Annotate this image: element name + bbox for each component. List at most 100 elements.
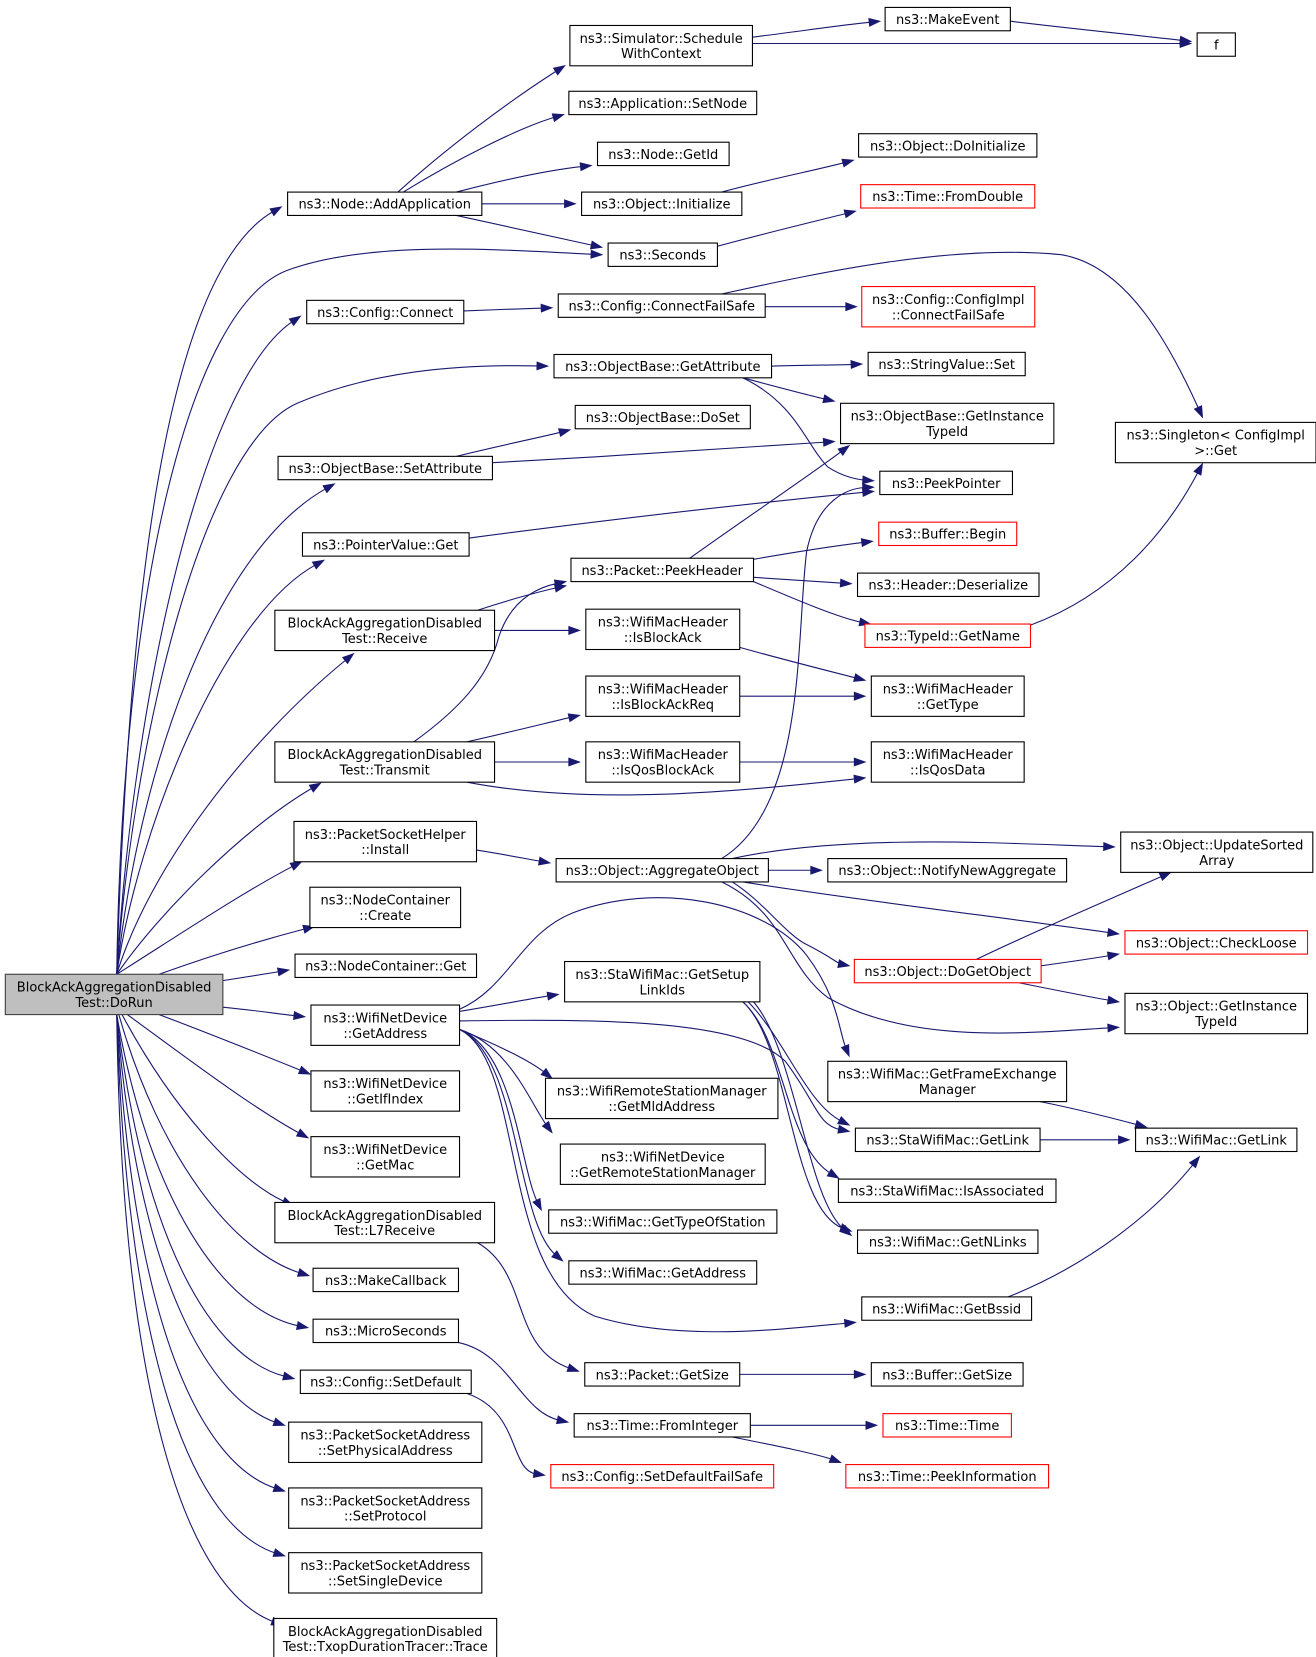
node-psInstall[interactable]: ns3::PacketSocketHelper::Install [293,820,478,863]
edge-line [732,841,1106,860]
node-label: ns3::WifiMac::GetBssid [872,1302,1021,1317]
node-label: TypeId [925,425,968,440]
node-box [864,623,1032,648]
node-wmhIsQosData[interactable]: ns3::WifiMacHeader::IsQosData [870,741,1025,783]
node-transmit[interactable]: BlockAckAggregationDisabledTest::Transmi… [274,741,496,783]
node-box [827,1060,1068,1103]
node-staIsAssoc[interactable]: ns3::StaWifiMac::IsAssociated [837,1178,1057,1203]
node-wmGetAddress[interactable]: ns3::WifiMac::GetAddress [568,1260,758,1285]
node-obGetAttr[interactable]: ns3::ObjectBase::GetAttribute [553,353,773,379]
node-bufBegin[interactable]: ns3::Buffer::Begin [878,521,1018,547]
node-objInit[interactable]: ns3::Object::Initialize [581,191,743,216]
node-hdrDeser[interactable]: ns3::Header::Deserialize [856,572,1040,597]
node-tidGetName[interactable]: ns3::TypeId::GetName [864,623,1032,648]
node-wmGetLink[interactable]: ns3::WifiMac::GetLink [1135,1127,1298,1153]
node-setAttr[interactable]: ns3::ObjectBase::SetAttribute [277,455,493,481]
node-timePeekInfo[interactable]: ns3::Time::PeekInformation [845,1464,1050,1489]
node-timeFromInt[interactable]: ns3::Time::FromInteger [573,1413,751,1438]
node-timeTime[interactable]: ns3::Time::Time [882,1413,1012,1438]
node-singletonGet[interactable]: ns3::Singleton< ConfigImpl >::Get [1114,421,1316,464]
node-objNotify[interactable]: ns3::Object::NotifyNewAggregate [827,858,1068,883]
node-wmhIsBA[interactable]: ns3::WifiMacHeader::IsBlockAck [585,608,741,651]
edge-line [492,441,826,464]
node-svSet[interactable]: ns3::StringValue::Set [867,351,1026,377]
node-label: ::GetRemoteStationManager [570,1166,756,1181]
node-makeCallback[interactable]: ns3::MakeCallback [312,1267,460,1293]
node-seconds[interactable]: ns3::Seconds [607,242,718,267]
node-wndGetIfIndex[interactable]: ns3::WifiNetDevice::GetIfIndex [310,1070,461,1112]
node-txopTrace[interactable]: BlockAckAggregationDisabledTest::TxopDur… [273,1617,498,1657]
node-label: ns3::PacketSocketAddress [300,1559,470,1574]
node-wndGetMac[interactable]: ns3::WifiNetDevice::GetMac [310,1136,461,1178]
node-box [273,1617,498,1657]
node-timeFromDouble[interactable]: ns3::Time::FromDouble [860,184,1036,209]
node-wndGetAddress[interactable]: ns3::WifiNetDevice::GetAddress [310,1004,461,1046]
node-microSeconds[interactable]: ns3::MicroSeconds [312,1318,460,1344]
node-label: WithContext [621,47,701,62]
node-objDoInit[interactable]: ns3::Object::DoInitialize [858,133,1038,158]
edge-line [116,487,328,975]
node-pktPeek[interactable]: ns3::Packet::PeekHeader [570,557,755,583]
node-objDoGet[interactable]: ns3::Object::DoGetObject [853,958,1042,984]
node-wndGetRsm[interactable]: ns3::WifiNetDevice::GetRemoteStationMana… [559,1143,766,1185]
edge-wndGetAddress-to-staGetLink [459,1019,851,1134]
arrow-head-icon [1106,951,1121,961]
node-label: BlockAckAggregationDisabled [288,1625,483,1640]
edge-line [721,486,865,860]
node-f[interactable]: f [1196,32,1236,57]
arrow-head-icon [538,856,552,866]
node-label: ns3::Object::UpdateSorted [1130,838,1303,853]
edge-wndGetAddress-to-staGetSetup [459,991,560,1012]
node-obDoSet[interactable]: ns3::ObjectBase::DoSet [574,404,751,430]
node-label: ns3::Object::CheckLoose [1136,936,1297,951]
node-wmhIsBAR[interactable]: ns3::WifiMacHeader::IsBlockAckReq [585,675,741,717]
node-psaSetProto[interactable]: ns3::PacketSocketAddress::SetProtocol [288,1487,483,1529]
node-ncGet[interactable]: ns3::NodeContainer::Get [294,953,478,978]
node-appSetNode[interactable]: ns3::Application::SetNode [568,90,758,116]
node-cfgImplConn[interactable]: ns3::Config::ConfigImpl::ConnectFailSafe [861,285,1036,328]
edge-setAttr-to-obDoSet [456,428,572,457]
arrow-head-icon [853,1369,867,1379]
node-staGetLink[interactable]: ns3::StaWifiMac::GetLink [854,1127,1041,1153]
node-cfgSetDefFail[interactable]: ns3::Config::SetDefaultFailSafe [550,1464,775,1489]
node-wmhGetType[interactable]: ns3::WifiMacHeader::GetType [870,675,1025,717]
edge-line [466,716,572,743]
node-label: ns3::Node::AddApplication [298,198,471,213]
node-ncCreate[interactable]: ns3::NodeContainer::Create [309,886,462,929]
node-wmGetNLinks[interactable]: ns3::WifiMac::GetNLinks [856,1229,1039,1254]
node-psaSetPhys[interactable]: ns3::PacketSocketAddress::SetPhysicalAdd… [288,1421,483,1464]
node-cfgConnFail[interactable]: ns3::Config::ConnectFailSafe [557,293,766,318]
node-cfgConnect[interactable]: ns3::Config::Connect [306,299,465,325]
node-cfgSetDefault[interactable]: ns3::Config::SetDefault [299,1369,472,1395]
node-label: ::Install [361,843,409,858]
node-label: ns3::Config::Connect [317,306,453,321]
node-objAggregate[interactable]: ns3::Object::AggregateObject [555,858,769,883]
node-psaSetSingle[interactable]: ns3::PacketSocketAddress::SetSingleDevic… [288,1552,483,1594]
node-objCheckLoose[interactable]: ns3::Object::CheckLoose [1124,930,1309,955]
node-makeEvent[interactable]: ns3::MakeEvent [884,6,1011,32]
node-wmGetTypeSta[interactable]: ns3::WifiMac::GetTypeOfStation [548,1209,778,1234]
node-label: f [1214,38,1219,53]
node-ptrGet[interactable]: ns3::PointerValue::Get [301,532,470,557]
edge-root-to-ptrGet [116,559,325,975]
edge-line [459,1028,546,1074]
node-wrsmGetMld[interactable]: ns3::WifiRemoteStationManager::GetMldAdd… [544,1077,779,1120]
node-nodeGetId[interactable]: ns3::Node::GetId [596,141,730,167]
node-box [568,1260,758,1285]
node-l7Receive[interactable]: BlockAckAggregationDisabledTest::L7Recei… [274,1201,496,1244]
node-peekPtr[interactable]: ns3::PeekPointer [879,470,1014,496]
node-pktGetSize[interactable]: ns3::Packet::GetSize [584,1362,741,1387]
node-wmhIsQosBA[interactable]: ns3::WifiMacHeader::IsQosBlockAck [585,741,741,783]
node-wmGetBssid[interactable]: ns3::WifiMac::GetBssid [861,1296,1033,1321]
node-addApp[interactable]: ns3::Node::AddApplication [287,191,483,216]
node-bufGetSize[interactable]: ns3::Buffer::GetSize [870,1362,1024,1387]
edge-pktPeek-to-hdrDeser [753,576,853,588]
